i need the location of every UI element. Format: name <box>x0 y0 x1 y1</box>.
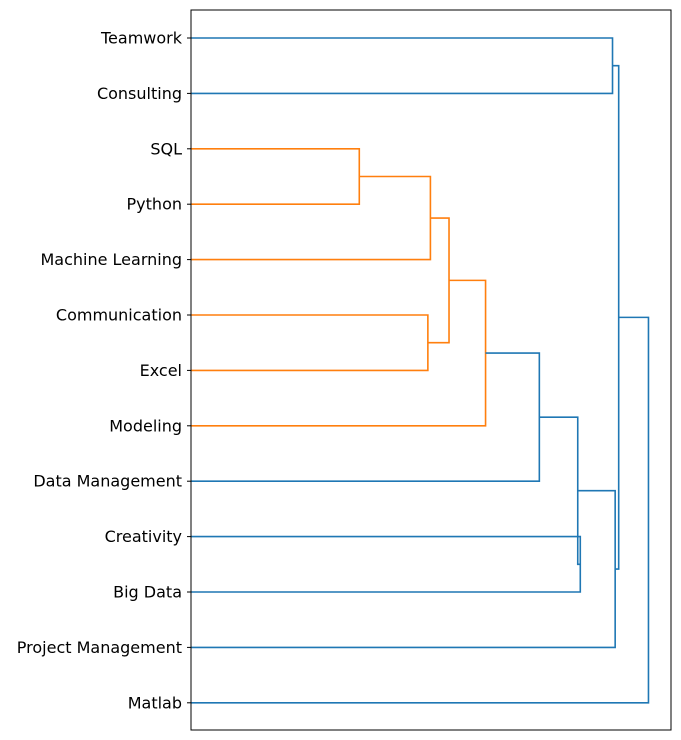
leaf-label: SQL <box>150 139 182 158</box>
dendrogram-link <box>191 37 614 95</box>
dendrogram-link <box>191 314 429 372</box>
leaf-label: Communication <box>56 306 182 325</box>
dendrogram-link <box>427 217 450 344</box>
leaf-label: Consulting <box>97 84 182 103</box>
dendrogram-link <box>191 535 582 593</box>
leaf-label: Python <box>127 195 182 214</box>
leaf-label: Modeling <box>109 416 182 435</box>
leaf-label: Excel <box>140 361 182 380</box>
plot-frame <box>190 9 672 731</box>
dendrogram-link <box>539 416 581 566</box>
dendrogram-link <box>191 148 361 205</box>
leaf-label: Creativity <box>105 527 182 546</box>
dendrogram-link <box>191 175 432 261</box>
leaf-label: Machine Learning <box>40 250 182 269</box>
dendrogram-link <box>191 279 487 427</box>
dendrogram-link <box>191 316 650 704</box>
dendrogram-links <box>191 37 650 704</box>
leaf-label: Data Management <box>33 472 182 491</box>
dendrogram-link <box>191 489 616 649</box>
leaf-label: Big Data <box>113 583 182 602</box>
dendrogram-link <box>191 352 541 482</box>
leaf-label: Project Management <box>17 638 182 657</box>
leaf-label: Teamwork <box>100 29 183 48</box>
leaf-label: Matlab <box>128 693 182 712</box>
